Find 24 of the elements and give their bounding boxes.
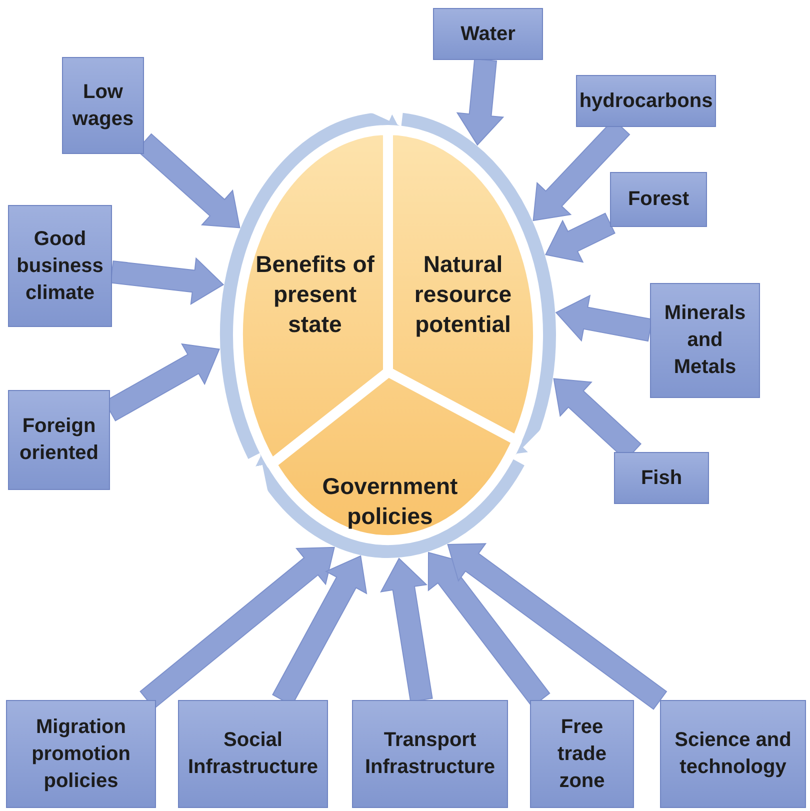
sector-label: Benefits of present state <box>254 250 376 339</box>
arrow <box>544 212 616 263</box>
factor-box: Forest <box>610 172 707 227</box>
factor-box: Good business climate <box>8 205 112 327</box>
factor-box: Science and technology <box>660 700 806 808</box>
factor-box: hydrocarbons <box>576 75 716 127</box>
arrow <box>555 294 653 342</box>
factor-box: Transport Infrastructure <box>352 700 508 808</box>
factor-box: Free trade zone <box>530 700 634 808</box>
factor-box: Low wages <box>62 57 144 154</box>
factor-box: Fish <box>614 452 709 504</box>
factor-box: Migration promotion policies <box>6 700 156 808</box>
arrow <box>456 58 504 146</box>
arrow <box>428 552 550 708</box>
factor-box: Minerals and Metals <box>650 283 760 398</box>
factor-box: Social Infrastructure <box>178 700 328 808</box>
sector-label: Natural resource potential <box>413 250 513 339</box>
arrow <box>110 257 224 305</box>
arrow <box>140 546 335 710</box>
factor-box: Foreign oriented <box>8 390 110 490</box>
sector-label: Government policies <box>321 472 459 531</box>
arrow <box>380 558 433 702</box>
factor-box: Water <box>433 8 543 60</box>
arrow <box>447 543 668 710</box>
